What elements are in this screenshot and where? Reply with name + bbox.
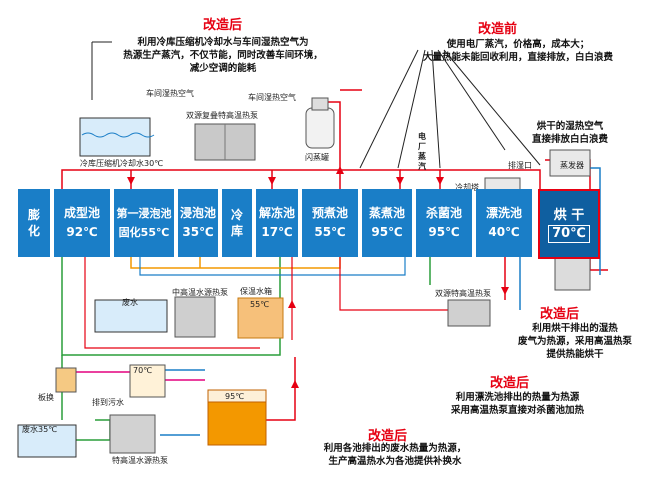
before-note: 使用电厂蒸汽，价格高，成本大；大量热能未能回收利用，直接排放，白白浪费 (422, 39, 613, 63)
after-title-rinse: 改造后 (490, 376, 530, 391)
plant-steam-label: 电厂蒸汽 (418, 132, 426, 171)
cold-water-label: 冷库压缩机冷却水30℃ (80, 159, 164, 168)
before-title: 改造前 (478, 22, 518, 37)
water-pump-label: 特高温水源热泵 (112, 456, 168, 465)
waste-water-label: 废水 (122, 298, 138, 307)
pool-first-soak: 第一浸泡池固化55℃ (114, 189, 174, 257)
tank-70-label: 70℃ (133, 366, 153, 375)
mid-pump-label: 中高温水源热泵 (172, 288, 228, 297)
generator-label: 蒸发器 (560, 161, 584, 170)
workshop-air-label-2: 车间湿热空气 (248, 93, 296, 102)
exhaust-label: 排湿口 (508, 161, 532, 170)
dual-pump-label: 双源特高温热泵 (435, 289, 491, 298)
after-note-dry: 利用烘干排出的湿热废气为热源，采用高温热泵提供热能烘干 (517, 323, 632, 360)
dry-exhaust-note: 烘干的湿热空气直接排放白白浪费 (531, 121, 608, 145)
workshop-air-label-1: 车间湿热空气 (146, 89, 194, 98)
flash-tank-label: 闪蒸罐 (305, 153, 329, 162)
plate-hx-label: 板换 (38, 393, 54, 402)
after-note-rinse: 利用漂洗池排出的热量为热源采用高温热泵直接对杀菌池加热 (450, 392, 584, 416)
keep-tank-label: 保温水箱 (240, 287, 272, 296)
keep-tank-temp: 55℃ (250, 300, 270, 309)
cooling-tower-label: 冷却塔 (455, 183, 479, 192)
drain-label: 排到污水 (92, 398, 124, 407)
after-title-bottom: 改造后 (368, 429, 408, 444)
after-note-top: 利用冷库压缩机冷却水与车间湿热空气为热源生产蒸汽，不仅节能，同时改善车间环境，减… (123, 37, 323, 74)
waste-35-label: 废水35℃ (22, 425, 58, 434)
tank-95-label: 95℃ (225, 392, 245, 401)
pool-puffing: 膨化 (18, 189, 50, 257)
after-note-bottom: 利用各池排出的废水热量为热源，生产高温热水为各池提供补换水 (323, 443, 467, 467)
after-title-dry: 改造后 (540, 307, 580, 322)
pool-cold-store: 冷库 (222, 189, 252, 257)
cascade-pump-label: 双源复叠特高温热泵 (186, 111, 258, 120)
after-title-top: 改造后 (203, 18, 243, 33)
